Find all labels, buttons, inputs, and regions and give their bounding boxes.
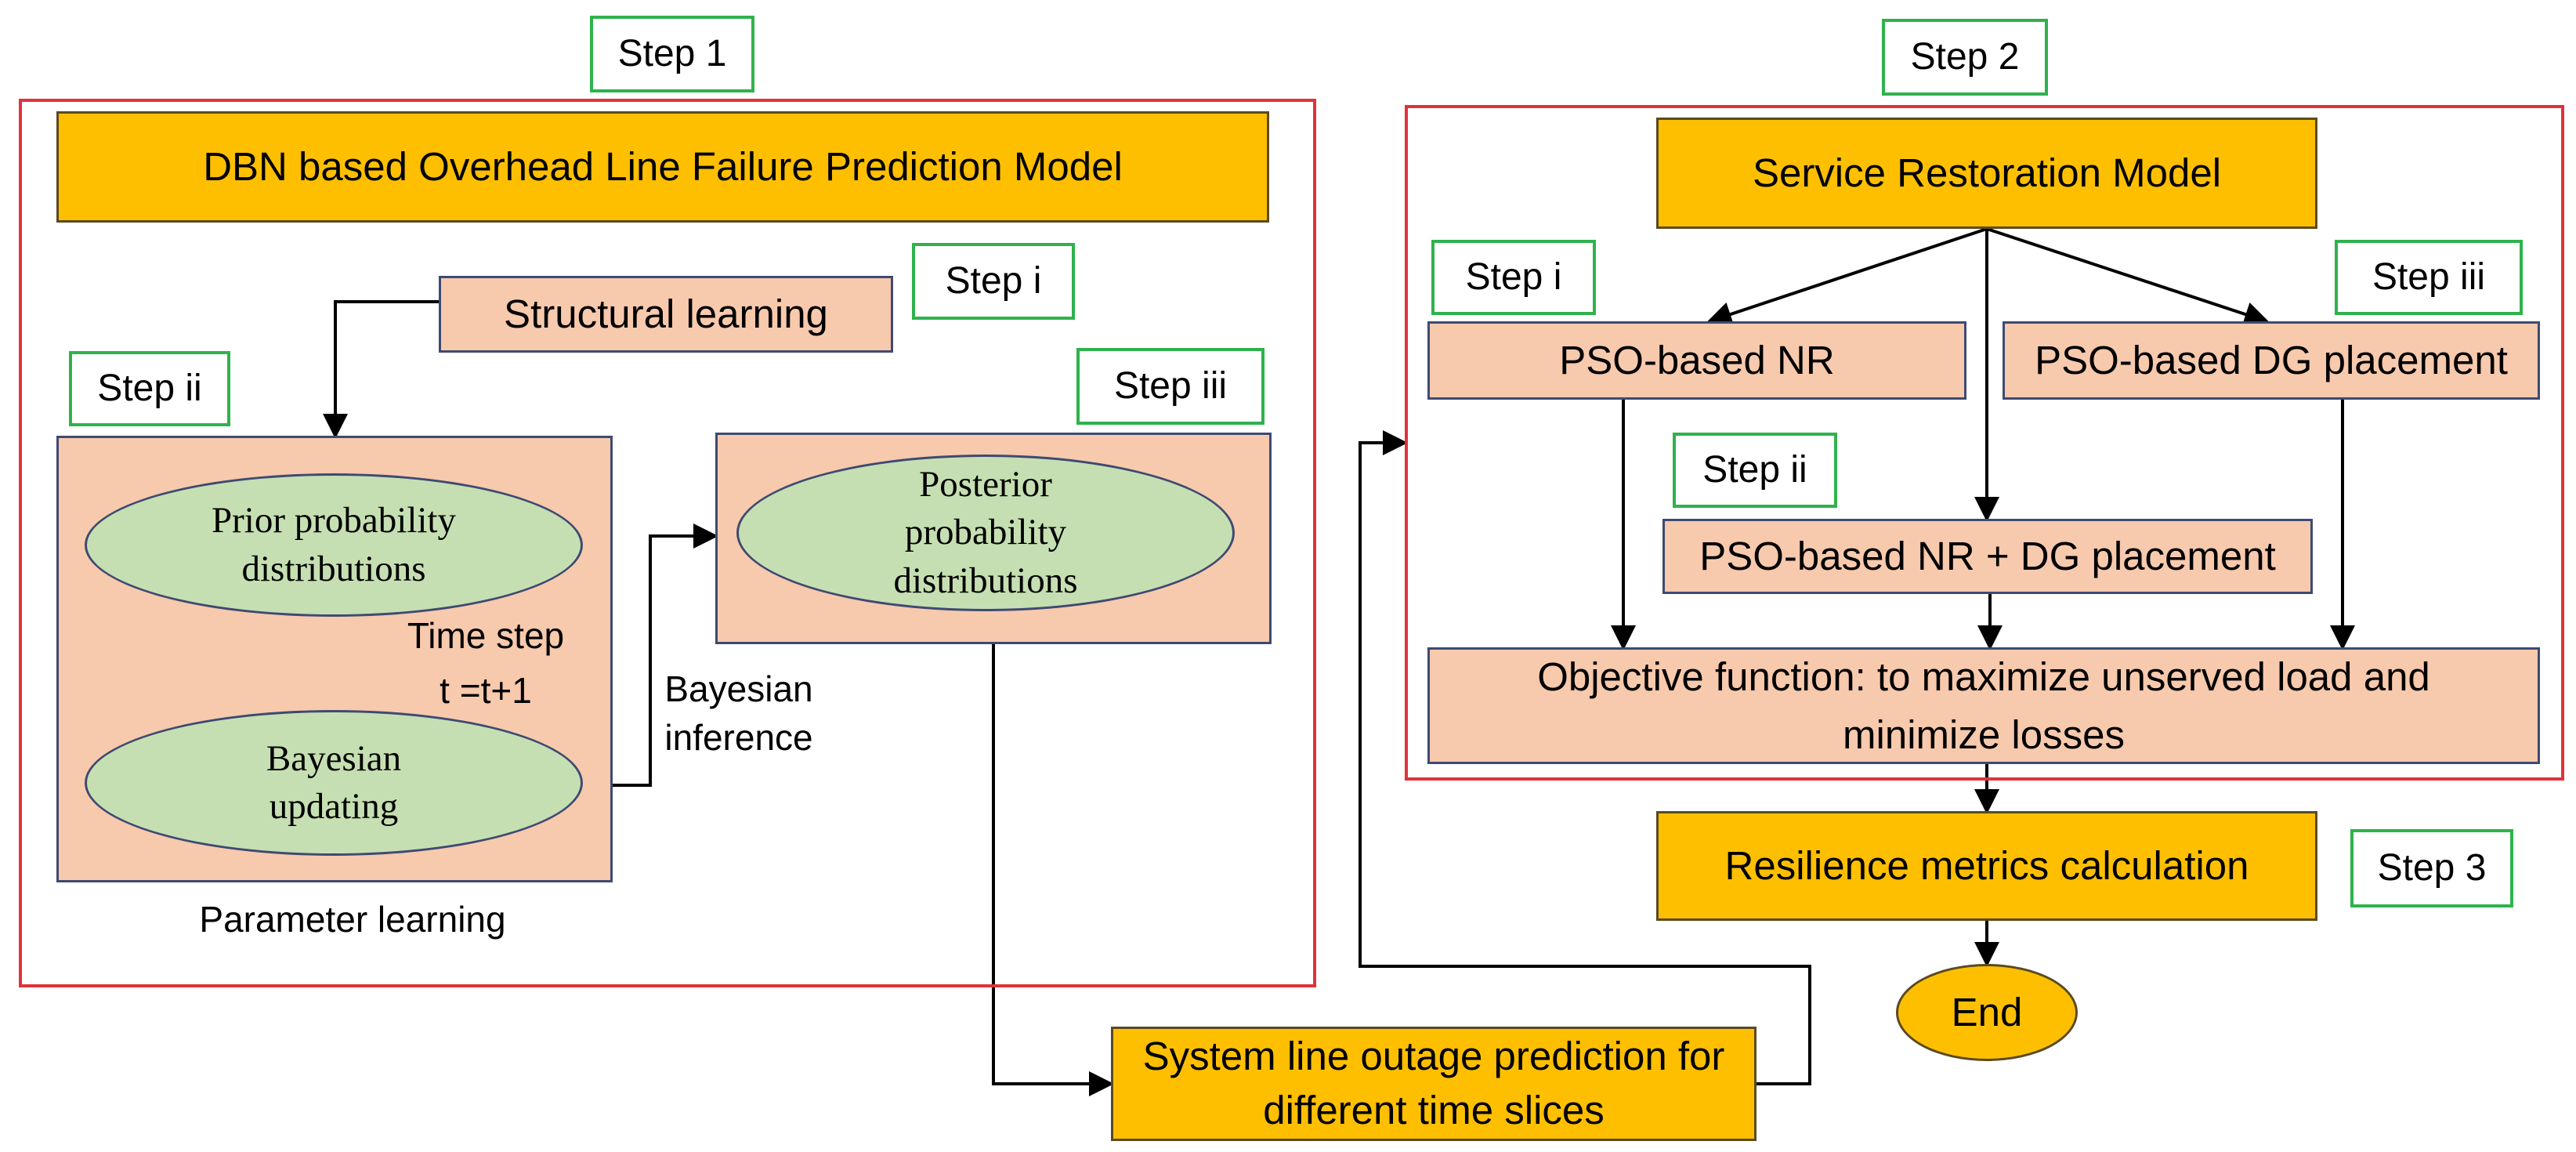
step-1-ii-badge: Step ii bbox=[69, 351, 230, 426]
arrow-structural-to-parameter bbox=[323, 300, 439, 439]
arrow-outage-to-service-restoration bbox=[1359, 430, 1811, 1085]
arrow-posterior-to-outage bbox=[992, 644, 1114, 1096]
step-3-badge: Step 3 bbox=[2350, 829, 2513, 907]
objective-function-box: Objective function: to maximize unserved… bbox=[1427, 647, 2540, 764]
step-2-ii-badge: Step ii bbox=[1673, 433, 1837, 508]
structural-learning-box: Structural learning bbox=[439, 276, 893, 353]
end-terminal: End bbox=[1896, 964, 2078, 1061]
bayesian-inference-label: Bayesian inference bbox=[664, 668, 813, 759]
step-1-iii-badge: Step iii bbox=[1076, 348, 1264, 425]
service-restoration-title: Service Restoration Model bbox=[1656, 118, 2317, 229]
failure-prediction-model-title: DBN based Overhead Line Failure Predicti… bbox=[56, 111, 1269, 223]
arrow-service-to-pso-dg bbox=[1986, 227, 2270, 327]
arrow-service-to-pso-nr bbox=[1706, 227, 1988, 327]
step-2-iii-badge: Step iii bbox=[2335, 240, 2523, 315]
time-step-label: Time step bbox=[407, 615, 565, 656]
pso-nr-dg-placement-box: PSO-based NR + DG placement bbox=[1662, 519, 2313, 594]
outage-prediction-box: System line outage prediction for differ… bbox=[1111, 1027, 1757, 1141]
step-2-i-badge: Step i bbox=[1431, 240, 1596, 315]
step-2-badge: Step 2 bbox=[1882, 19, 2048, 96]
time-step-formula: t =t+1 bbox=[440, 670, 532, 711]
arrow-updating-to-posterior bbox=[581, 523, 718, 787]
pso-dg-placement-box: PSO-based DG placement bbox=[2003, 321, 2540, 400]
pso-nr-box: PSO-based NR bbox=[1427, 321, 1966, 400]
step-1-i-badge: Step i bbox=[912, 243, 1075, 320]
step-1-badge: Step 1 bbox=[590, 16, 754, 92]
posterior-probability-ellipse: Posterior probability distributions bbox=[736, 455, 1235, 611]
resilience-metrics-box: Resilience metrics calculation bbox=[1656, 811, 2317, 921]
step-1-frame bbox=[19, 99, 1316, 987]
step-2-frame bbox=[1405, 105, 2564, 781]
prior-probability-ellipse: Prior probability distributions bbox=[85, 473, 583, 617]
parameter-learning-label: Parameter learning bbox=[199, 899, 506, 940]
bayesian-updating-ellipse: Bayesian updating bbox=[85, 710, 583, 856]
